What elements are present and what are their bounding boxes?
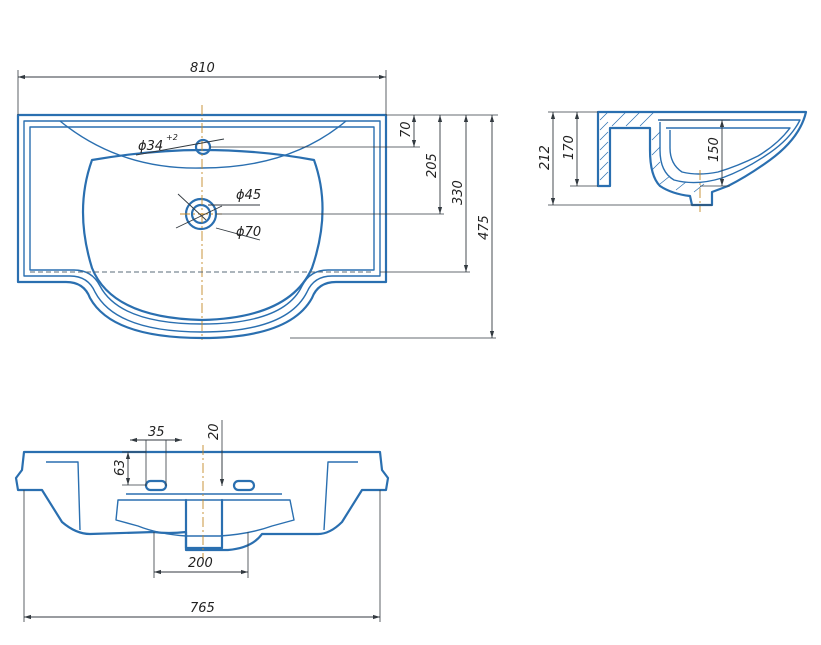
tap-slot-right [232, 479, 256, 492]
top-view-rim-inner [23, 120, 381, 333]
front-view-drain [184, 498, 224, 550]
top-view-deck-curve [59, 120, 347, 169]
front-view: 35 63 20 200 765 [14, 420, 390, 622]
dim-depth-to-drain: 205 [425, 153, 440, 178]
side-view-outline [596, 110, 808, 207]
dim-slot-height: 63 [113, 459, 128, 476]
dim-drain-width: 200 [188, 556, 213, 571]
side-view: 212 170 150 [538, 110, 808, 212]
front-view-inner [46, 461, 81, 531]
dim-overall-depth: 475 [477, 215, 492, 240]
top-view-bowl [81, 148, 324, 322]
dim-bowl-depth: 150 [707, 137, 722, 162]
dim-depth-to-bowl-edge: 330 [451, 180, 466, 205]
dim-slot-offset: 20 [207, 423, 222, 440]
dim-front-overall-width: 765 [190, 601, 215, 616]
tap-slot-left [144, 479, 168, 492]
side-view-inner [658, 119, 801, 184]
front-view-inner-r [323, 461, 358, 531]
label-tap-hole: ϕ34 [138, 139, 163, 154]
side-view-hatch [599, 111, 705, 193]
drain-inner [190, 203, 212, 225]
label-tap-hole-tolerance: +2 [166, 133, 178, 142]
top-view-outer-outline [16, 113, 388, 340]
dim-slot-spacing: 35 [148, 425, 165, 440]
top-view: 810 70 205 330 475 ϕ34 +2 ϕ45 ϕ70 [16, 61, 498, 340]
dim-depth-to-tap: 70 [399, 121, 414, 138]
front-view-bowl [115, 499, 295, 537]
label-drain-outer: ϕ70 [236, 225, 261, 240]
dim-overall-width: 810 [190, 61, 215, 76]
dim-height-to-mount: 170 [562, 135, 577, 160]
label-drain-inner: ϕ45 [236, 188, 261, 203]
front-view-outline [14, 450, 390, 552]
dim-overall-height: 212 [538, 145, 553, 170]
side-view-inner-2 [666, 127, 791, 175]
